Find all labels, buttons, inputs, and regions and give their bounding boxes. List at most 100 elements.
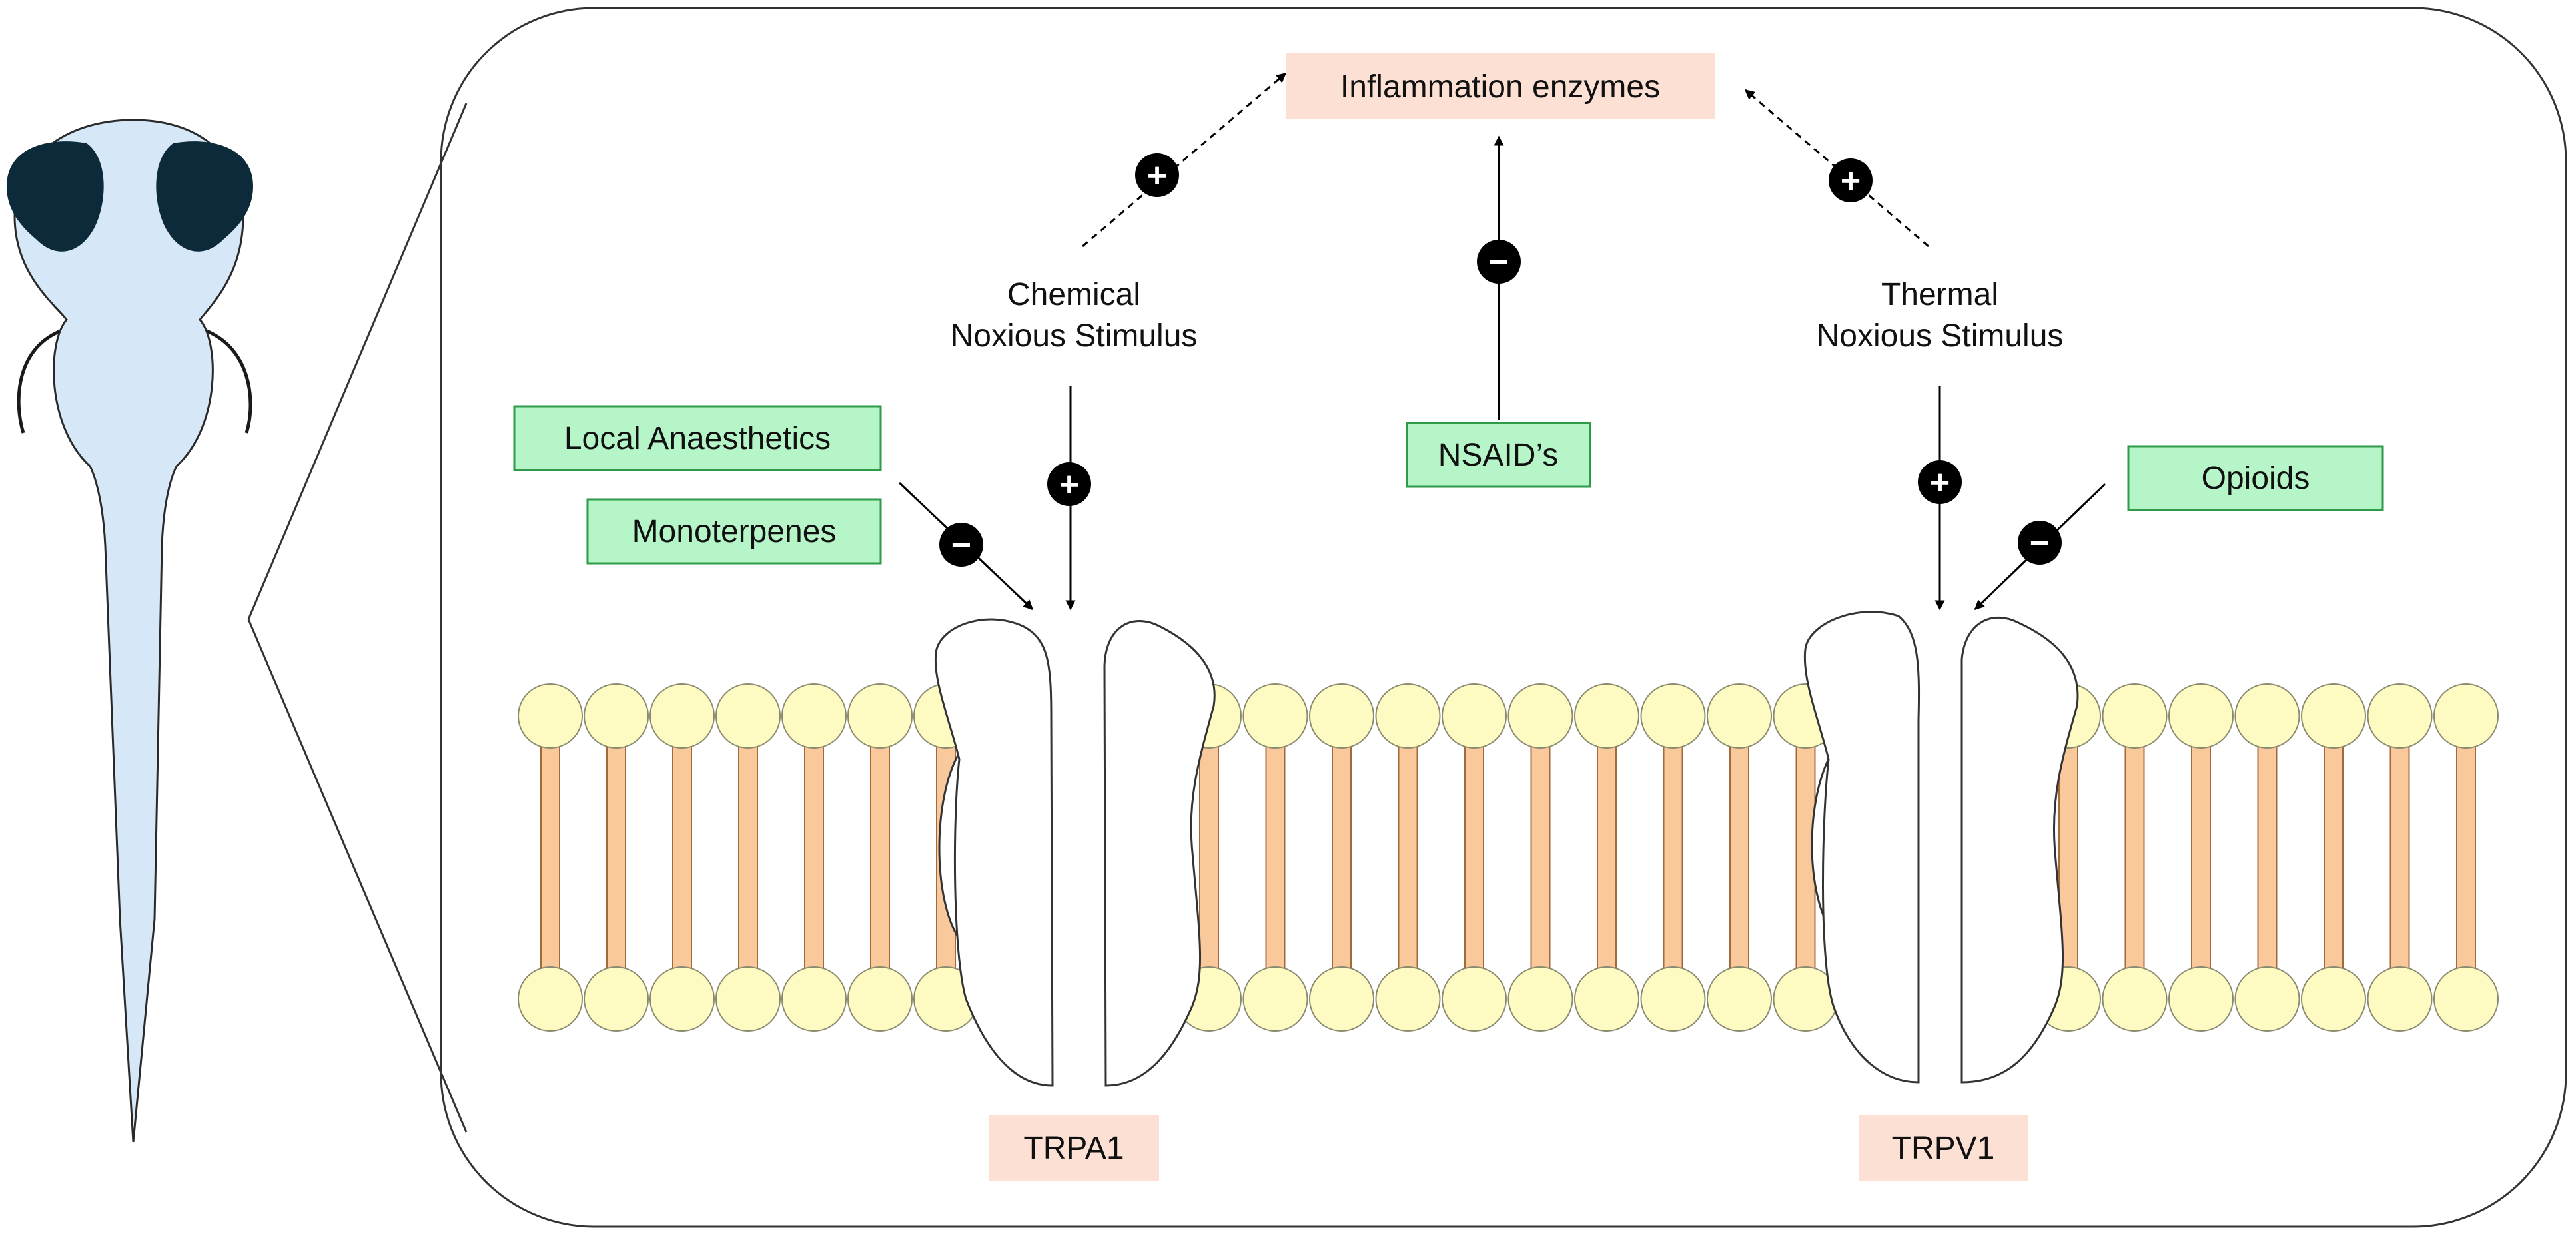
minus-badge-local-anaesthetics: −: [939, 523, 983, 567]
lipid-head-inner: [2433, 966, 2499, 1032]
lipid-head-outer: [2234, 683, 2300, 749]
svg-text:−: −: [951, 526, 971, 565]
trpv1-right-subunit: [1960, 616, 2079, 1084]
lipid-head-inner: [2168, 966, 2234, 1032]
local-anaesthetics-label: Local Anaesthetics: [564, 421, 831, 456]
lipid-head-outer: [1442, 683, 1507, 749]
lipid-head-inner: [1442, 966, 1507, 1032]
lipid-head-inner: [847, 966, 913, 1032]
trpa1-channel: [934, 618, 1216, 1087]
lipid-tail: [870, 735, 890, 980]
lipid-head-inner: [1640, 966, 1706, 1032]
opioids-label: Opioids: [2202, 461, 2310, 496]
lipid-head-outer: [1242, 683, 1308, 749]
monoterpenes-label: Monoterpenes: [632, 514, 837, 549]
larva-right-eye: [156, 141, 253, 252]
plus-badge-chemical-enzymes: +: [1135, 153, 1179, 197]
trpa1-label-box: TRPA1: [989, 1115, 1159, 1181]
lipid-head-inner: [715, 966, 781, 1032]
svg-text:+: +: [1930, 464, 1950, 502]
lipid-tail: [1464, 735, 1484, 980]
larva-right-fin: [203, 328, 252, 434]
lipid-tail: [1597, 735, 1617, 980]
inflammation-enzymes-box: Inflammation enzymes: [1286, 53, 1715, 119]
lipid-head-inner: [1375, 966, 1441, 1032]
lipid-tail: [672, 735, 692, 980]
lipid-head-outer: [1309, 683, 1374, 749]
lipid-head-inner: [1309, 966, 1374, 1032]
lipid-head-outer: [2433, 683, 2499, 749]
trpa1-right-subunit: [1103, 620, 1216, 1087]
lipid-head-outer: [1375, 683, 1441, 749]
minus-badge-opioids: −: [2018, 521, 2062, 565]
lipid-tail: [2124, 735, 2145, 980]
lipid-head-inner: [2102, 966, 2168, 1032]
lipid-tail: [804, 735, 824, 980]
larva-body: [13, 119, 244, 1143]
lipid-tail: [2324, 735, 2344, 980]
nsaids-label: NSAID’s: [1438, 438, 1559, 473]
lipid-head-outer: [715, 683, 781, 749]
lipid-tail: [1199, 735, 1219, 980]
lipid-tail: [2389, 735, 2410, 980]
trpv1-channel: [1803, 611, 2079, 1084]
lipid-head-inner: [2301, 966, 2366, 1032]
lipid-head-inner: [2367, 966, 2433, 1032]
thermal-stimulus-line1: Thermal: [1881, 277, 1998, 312]
trpv1-label-box: TRPV1: [1859, 1115, 2028, 1181]
lipid-bilayer: [518, 683, 2499, 1032]
trpa1-left-bulge: [938, 752, 961, 940]
lipid-head-outer: [1507, 683, 1573, 749]
lipid-head-outer: [2168, 683, 2234, 749]
zoom-panel: [440, 7, 2567, 1228]
lipid-head-inner: [1507, 966, 1573, 1032]
lipid-head-inner: [781, 966, 847, 1032]
lipid-head-outer: [649, 683, 715, 749]
trpa1-label: TRPA1: [1023, 1131, 1124, 1166]
lipid-head-inner: [649, 966, 715, 1032]
lipid-tail: [1265, 735, 1286, 980]
zoom-line-top: [247, 103, 468, 620]
minus-badge-nsaids: −: [1477, 240, 1521, 284]
plus-badge-thermal-enzymes: +: [1829, 158, 1873, 202]
lipid-tail: [1398, 735, 1418, 980]
svg-text:+: +: [1147, 156, 1167, 195]
chemical-stimulus-line2: Noxious Stimulus: [951, 318, 1198, 354]
lipid-tail: [738, 735, 758, 980]
lipid-tail: [1663, 735, 1683, 980]
monoterpenes-box: Monoterpenes: [586, 498, 882, 565]
trpv1-left-subunit: [1803, 611, 1921, 1084]
thermal-stimulus-line2: Noxious Stimulus: [1817, 318, 2064, 354]
trpv1-label: TRPV1: [1892, 1131, 1995, 1166]
lipid-tail: [540, 735, 560, 980]
lipid-head-outer: [1640, 683, 1706, 749]
lipid-head-inner: [1707, 966, 1772, 1032]
lipid-head-outer: [2301, 683, 2366, 749]
lipid-head-outer: [1707, 683, 1772, 749]
lipid-tail: [606, 735, 626, 980]
lipid-head-outer: [1574, 683, 1639, 749]
plus-badge-thermal-trpv1: +: [1918, 460, 1962, 504]
lipid-head-inner: [2234, 966, 2300, 1032]
lipid-tail: [2257, 735, 2278, 980]
local-anaesthetics-box: Local Anaesthetics: [513, 405, 882, 471]
plus-badge-chemical-trpa1: +: [1047, 462, 1091, 506]
lipid-head-outer: [2367, 683, 2433, 749]
lipid-head-outer: [518, 683, 583, 749]
svg-text:−: −: [1489, 243, 1509, 282]
chemical-stimulus-line1: Chemical: [1007, 277, 1140, 312]
zebrafish-larva: [7, 119, 253, 1143]
lipid-tail: [1530, 735, 1551, 980]
lipid-head-outer: [584, 683, 649, 749]
lipid-tail: [2191, 735, 2211, 980]
arrow-chemical-to-enzymes: [1082, 72, 1287, 248]
lipid-tail: [2456, 735, 2476, 980]
lipid-tail: [1729, 735, 1749, 980]
lipid-head-inner: [584, 966, 649, 1032]
larva-left-eye: [7, 141, 104, 252]
inflammation-enzymes-label: Inflammation enzymes: [1340, 69, 1660, 105]
nsaids-box: NSAID’s: [1406, 422, 1591, 488]
opioids-box: Opioids: [2127, 445, 2384, 511]
lipid-head-outer: [781, 683, 847, 749]
